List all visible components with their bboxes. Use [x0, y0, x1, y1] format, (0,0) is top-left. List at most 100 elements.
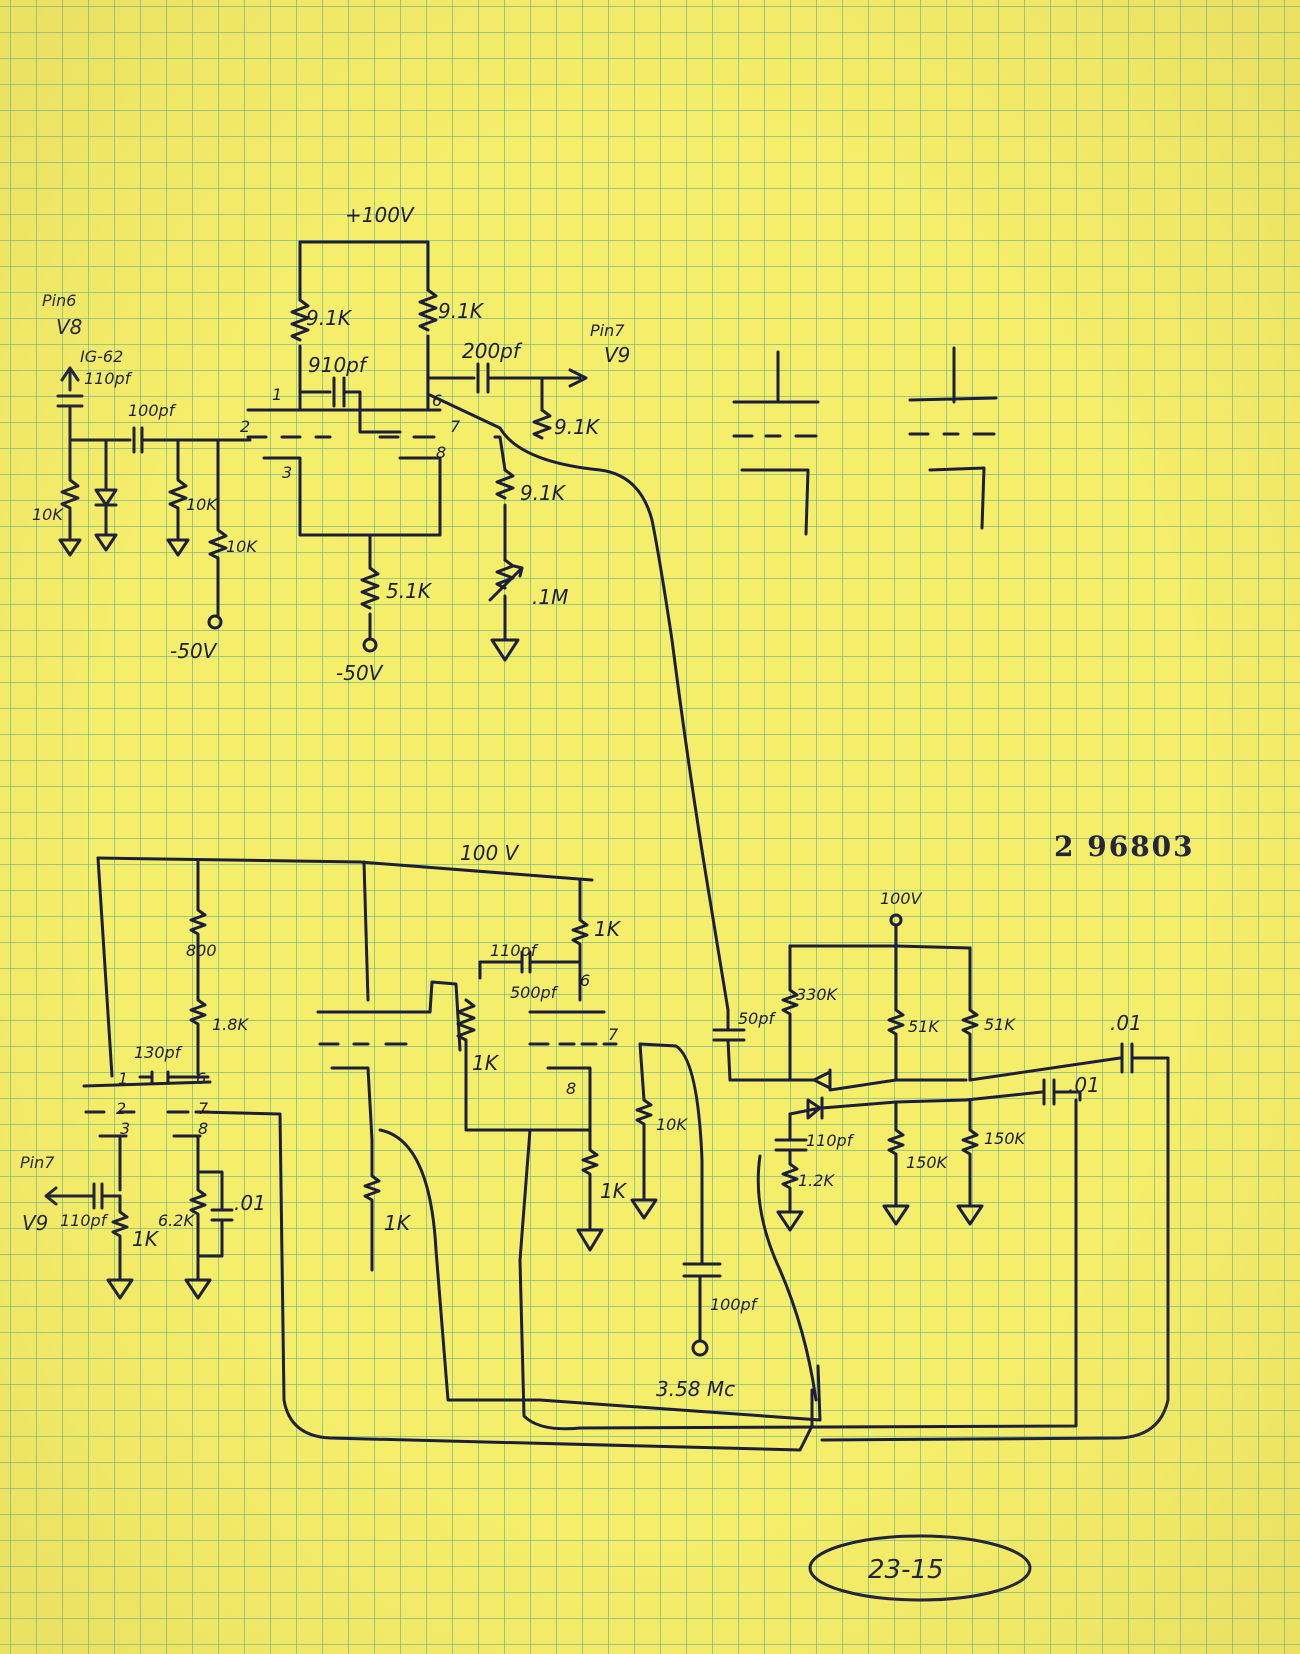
pin7-v9-top-a: Pin7 [590, 321, 625, 340]
r18k-label: 1.8K [212, 1015, 249, 1034]
pin6-label: 6 [432, 391, 442, 410]
resistor-51k-a [887, 944, 905, 1082]
r10k-b-label: 10K [186, 495, 218, 514]
terminal-neg50-left [207, 614, 223, 630]
potentiometer-1m [495, 558, 515, 590]
c110pf-top-label: 110pf [84, 369, 133, 388]
resistor-1k-low [106, 1194, 134, 1300]
bottom-left-circuit: 100 V 800 1.8K 130pf 1 2 3 6 7 8 Pin7 V9… [20, 841, 814, 1452]
pin8-label: 8 [436, 443, 446, 462]
c130pf-label: 130pf [134, 1043, 183, 1062]
bottom-supply-label: 100 V [460, 841, 520, 865]
c100pf-low-label: 100pf [710, 1295, 759, 1314]
c100pf-in-label: 100pf [128, 401, 177, 420]
pin8c-label: 8 [566, 1079, 576, 1098]
c110pf-right-label: 110pf [806, 1131, 855, 1150]
bottom-middle-circuit: 1K 1K 6 110pf 500pf 7 8 1K 1K 10K 100pf … [316, 860, 1078, 1431]
resistor-150k-b [956, 1098, 984, 1226]
c500pf-label: 500pf [510, 983, 559, 1002]
r1k-pot-label: 1K [472, 1051, 500, 1075]
pin1-label: 1 [272, 385, 282, 404]
page-number: 23-15 [868, 1555, 944, 1585]
r10k-a-label: 10K [32, 505, 64, 524]
pin7-v9-low-a: Pin7 [20, 1153, 55, 1172]
pin8b-label: 8 [198, 1119, 208, 1138]
resistor-10k-c [208, 438, 228, 617]
cap-100pf-low [638, 1042, 722, 1342]
pin6-v8-label-a: Pin6 [42, 291, 76, 310]
resistor-10k-low [630, 1042, 658, 1220]
resistor-1k-top [571, 878, 589, 1002]
pin7-v9-top-b: V9 [604, 343, 630, 367]
resistor-330k [781, 944, 799, 1082]
ig62-label: IG-62 [80, 347, 123, 366]
ground-symbol-pot [490, 594, 520, 662]
cap-130pf [138, 1070, 210, 1084]
r91k-out-label: 9.1K [554, 415, 601, 439]
r51k-label: 5.1K [386, 579, 433, 603]
resistor-800-1-8k [189, 860, 207, 1076]
resistor-9-1k-grid [495, 468, 515, 500]
page-number-oval: 23-15 [808, 1534, 1032, 1602]
cap-01-b [964, 1078, 1082, 1106]
c01-low-label: .01 [234, 1191, 266, 1215]
resistor-9-1k-out [532, 408, 552, 440]
r150k-a-label: 150K [906, 1153, 949, 1172]
freq-label: 3.58 Mc [656, 1377, 735, 1401]
stamp-number: 2 96803 [1054, 830, 1195, 863]
pin6-v8-label-b: V8 [56, 315, 82, 339]
pin6c-label: 6 [580, 971, 590, 990]
terminal-3-58mc [691, 1339, 709, 1357]
r10k-low-label: 10K [656, 1115, 688, 1134]
pin1b-label: 1 [118, 1069, 128, 1088]
bottom-supply-rail [96, 856, 594, 882]
r1k-mid-label: 1K [384, 1211, 412, 1235]
pot1m-label: .1M [532, 585, 568, 609]
c01-b-label: .01 [1068, 1073, 1100, 1097]
potentiometer-1k [456, 998, 592, 1132]
r51k-a-label: 51K [908, 1017, 940, 1036]
r91k-grid-label: 9.1K [520, 481, 567, 505]
wire-to-lower-circuit [428, 393, 730, 1012]
c110pf-low-label: 110pf [60, 1211, 109, 1230]
diode-lower [788, 1096, 968, 1120]
top-supply-label: +100V [345, 203, 415, 227]
pin7b-label: 7 [198, 1099, 209, 1118]
r51k-b-label: 51K [984, 1015, 1016, 1034]
r800-label: 800 [186, 941, 217, 960]
neg50-mid-label: -50V [336, 661, 384, 685]
cap-110pf-mid [478, 950, 582, 980]
resistor-150k-a [882, 1100, 910, 1226]
pin2-label: 2 [240, 417, 250, 436]
r91k-left-label: 9.1K [306, 306, 353, 330]
cap-50pf [712, 1008, 796, 1082]
resistor-10k-a [58, 438, 82, 557]
cap-110pf-right [774, 1112, 808, 1232]
c110pf-mid-label: 110pf [490, 941, 539, 960]
output-arrow [568, 368, 588, 388]
diode-upper [788, 1068, 968, 1092]
neg50-left-label: -50V [170, 639, 218, 663]
pin7-label: 7 [450, 417, 461, 436]
cap-110pf-output [44, 1134, 122, 1210]
c01-a-label: .01 [1110, 1011, 1142, 1035]
terminal-neg50-mid [362, 637, 378, 653]
resistor-9-1k-left [290, 298, 310, 342]
pin6b-label: 6 [196, 1069, 206, 1088]
resistor-1k-mid [363, 1138, 381, 1272]
r330k-label: 330K [796, 985, 839, 1004]
bottom-right-circuit: 100V 50pf 330K 51K 51K 150K 150K 110pf 1… [712, 889, 1170, 1442]
c910pf-label: 910pf [308, 353, 369, 377]
resistor-5-1k [360, 566, 380, 610]
right-supply-label: 100V [880, 889, 923, 908]
r10k-c-label: 10K [226, 537, 258, 556]
resistor-9-1k-right [418, 288, 438, 332]
cap-910pf [298, 376, 402, 434]
resistor-51k-b [961, 946, 979, 1082]
r1k-top-label: 1K [594, 917, 622, 941]
c200pf-label: 200pf [462, 339, 523, 363]
diode-to-ground [94, 438, 118, 552]
r12k-label: 1.2K [798, 1171, 835, 1190]
